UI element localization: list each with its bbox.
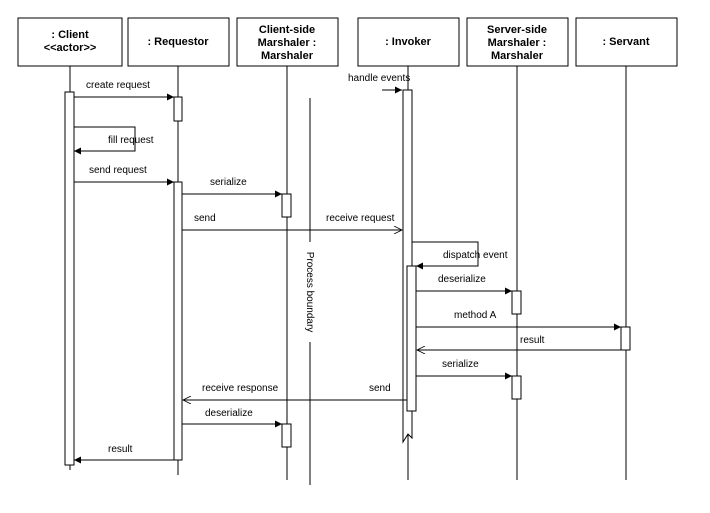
participant-requestor-line-1: : Requestor — [147, 36, 209, 48]
participant-client-marshaler: Client-side Marshaler : Marshaler — [236, 17, 339, 67]
process-boundary-label: Process boundary — [304, 252, 315, 333]
message-result-1-label: result — [520, 335, 545, 346]
activation-requestor-2 — [173, 181, 183, 461]
participant-servant-line-1: : Servant — [602, 36, 649, 48]
activation-client-marshaler-2 — [281, 423, 292, 448]
participant-server-marshaler-line-2: Marshaler : — [488, 37, 547, 49]
message-serialize-1: serialize — [182, 177, 282, 198]
process-boundary-label-bg — [303, 242, 317, 342]
participant-client-line-2: <<actor>> — [44, 42, 97, 54]
message-receive-response-label: receive response — [202, 383, 279, 394]
message-send-2-label: send — [369, 383, 391, 394]
participant-server-marshaler: Server-side Marshaler : Marshaler — [466, 17, 569, 67]
participant-client: : Client <<actor>> — [17, 17, 123, 67]
message-send-receive-request: send receive request — [182, 213, 402, 230]
participant-invoker-line-1: : Invoker — [385, 36, 432, 48]
message-method-a-label: method A — [454, 310, 497, 321]
activation-server-marshaler-2 — [511, 375, 522, 400]
activation-servant — [620, 326, 631, 351]
message-serialize-2-label: serialize — [442, 359, 479, 370]
message-serialize-1-label: serialize — [210, 177, 247, 188]
message-deserialize-2-label: deserialize — [205, 408, 253, 419]
message-handle-events-label: handle events — [348, 73, 410, 84]
message-send-receive-response: receive response send — [183, 383, 407, 400]
message-method-a: method A — [416, 310, 621, 331]
participant-requestor: : Requestor — [127, 17, 230, 67]
message-result-2: result — [74, 444, 174, 464]
participant-server-marshaler-line-1: Server-side — [487, 24, 547, 36]
message-receive-request-label: receive request — [326, 213, 395, 224]
activation-server-marshaler-1 — [511, 290, 522, 315]
message-send-request-label: send request — [89, 165, 147, 176]
message-send-1-label: send — [194, 213, 216, 224]
message-send-request: send request — [74, 165, 174, 186]
participant-invoker: : Invoker — [357, 17, 460, 67]
message-create-request: create request — [74, 80, 174, 101]
participant-client-marshaler-line-3: Marshaler — [261, 50, 314, 62]
activation-invoker-inner — [406, 265, 417, 412]
participant-server-marshaler-line-3: Marshaler — [491, 50, 544, 62]
activation-requestor-1 — [173, 96, 183, 122]
participant-servant: : Servant — [575, 17, 678, 67]
participant-client-marshaler-line-1: Client-side — [259, 24, 315, 36]
message-deserialize-1: deserialize — [416, 274, 512, 295]
message-deserialize-2: deserialize — [182, 408, 282, 428]
message-result-2-label: result — [108, 444, 133, 455]
message-dispatch-event-label: dispatch event — [443, 250, 508, 261]
message-deserialize-1-label: deserialize — [438, 274, 486, 285]
message-result-1: result — [417, 335, 621, 350]
message-dispatch-event: dispatch event — [412, 241, 508, 270]
message-serialize-2: serialize — [416, 359, 512, 380]
participant-client-marshaler-line-2: Marshaler : — [258, 37, 317, 49]
activation-client — [64, 91, 75, 466]
message-fill-request: fill request — [74, 126, 154, 155]
activation-client-marshaler-1 — [281, 193, 292, 218]
message-fill-request-label: fill request — [108, 135, 154, 146]
message-create-request-label: create request — [86, 80, 150, 91]
participant-client-line-1: : Client — [51, 29, 89, 41]
message-handle-events: handle events — [348, 73, 410, 94]
